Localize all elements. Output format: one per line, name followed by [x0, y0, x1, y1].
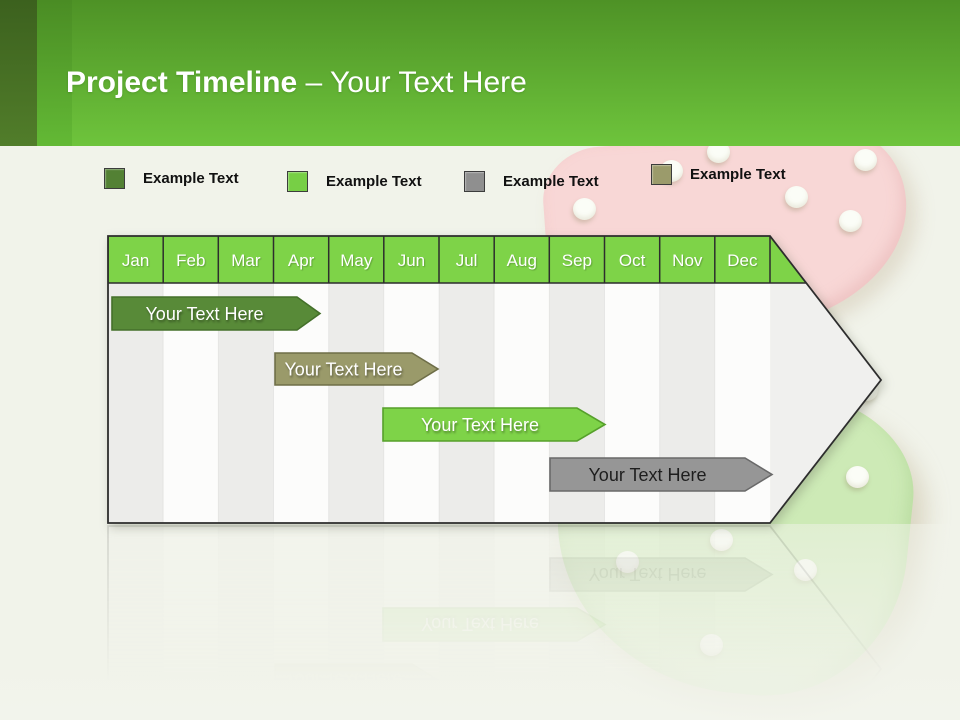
legend-label: Example Text [690, 166, 786, 183]
accent-strip-light [37, 0, 72, 146]
month-cell-borders [108, 236, 808, 284]
accent-strip-dark [0, 0, 37, 146]
slide-title-rest: – Your Text Here [305, 66, 527, 99]
slide-title: Project Timeline – Your Text Here [66, 64, 527, 102]
legend-swatch-gray [464, 171, 485, 192]
title-bar: Project Timeline – Your Text Here [0, 0, 960, 146]
legend-swatch-olive [651, 164, 672, 185]
month-label: Jul [456, 251, 478, 270]
task-bar-4-label: Your Text Here [588, 465, 706, 485]
legend-swatch-dark-green [104, 168, 125, 189]
reflection-area [0, 524, 960, 720]
month-label: May [340, 251, 373, 270]
task-bar-1 [111, 296, 322, 331]
month-label: Jan [122, 251, 149, 270]
month-label: Mar [231, 251, 261, 270]
month-label: Aug [507, 251, 537, 270]
cookie-dot [854, 149, 877, 171]
legend-label: Example Text [503, 173, 599, 190]
month-label: Apr [288, 251, 315, 270]
month-header-band [108, 236, 818, 283]
column-stripe [439, 282, 495, 523]
cookie-dot [846, 466, 869, 488]
arrow-outline [107, 235, 883, 524]
task-bar-3-label: Your Text Here [421, 415, 539, 435]
legend-swatch-light-green [287, 171, 308, 192]
legend-item-2: Example Text [287, 171, 422, 192]
timeline-chart: Jan Feb Mar Apr May Jun Jul Aug Sep Oct … [107, 235, 883, 524]
month-labels: Jan Feb Mar Apr May Jun Jul Aug Sep Oct … [122, 251, 758, 270]
cookie-dot [573, 198, 596, 220]
cookie-dot [707, 141, 730, 163]
legend-item-1: Example Text [104, 168, 239, 189]
task-bar-3 [382, 407, 607, 442]
legend-item-4: Example Text [651, 164, 786, 185]
task-bar-1-label: Your Text Here [145, 304, 263, 324]
task-bar-2-label: Your Text Here [284, 360, 402, 380]
legend-label: Example Text [326, 173, 422, 190]
slide-title-bold: Project Timeline [66, 66, 298, 99]
column-stripe [383, 282, 440, 523]
task-bars: Your Text Here Your Text Here Your Text … [111, 296, 774, 492]
task-bar-4 [549, 457, 774, 492]
month-label: Oct [619, 251, 646, 270]
month-label: Dec [727, 251, 758, 270]
column-stripe [328, 282, 384, 523]
month-label: Sep [562, 251, 592, 270]
task-bar-2 [274, 352, 440, 386]
cookie-dot [785, 186, 808, 208]
chart-body [108, 236, 881, 523]
column-stripe [494, 282, 550, 523]
month-label: Feb [176, 251, 205, 270]
month-label: Nov [672, 251, 703, 270]
legend-label: Example Text [143, 170, 239, 187]
legend-item-3: Example Text [464, 171, 599, 192]
cookie-dot [839, 210, 862, 232]
month-label: Jun [398, 251, 425, 270]
